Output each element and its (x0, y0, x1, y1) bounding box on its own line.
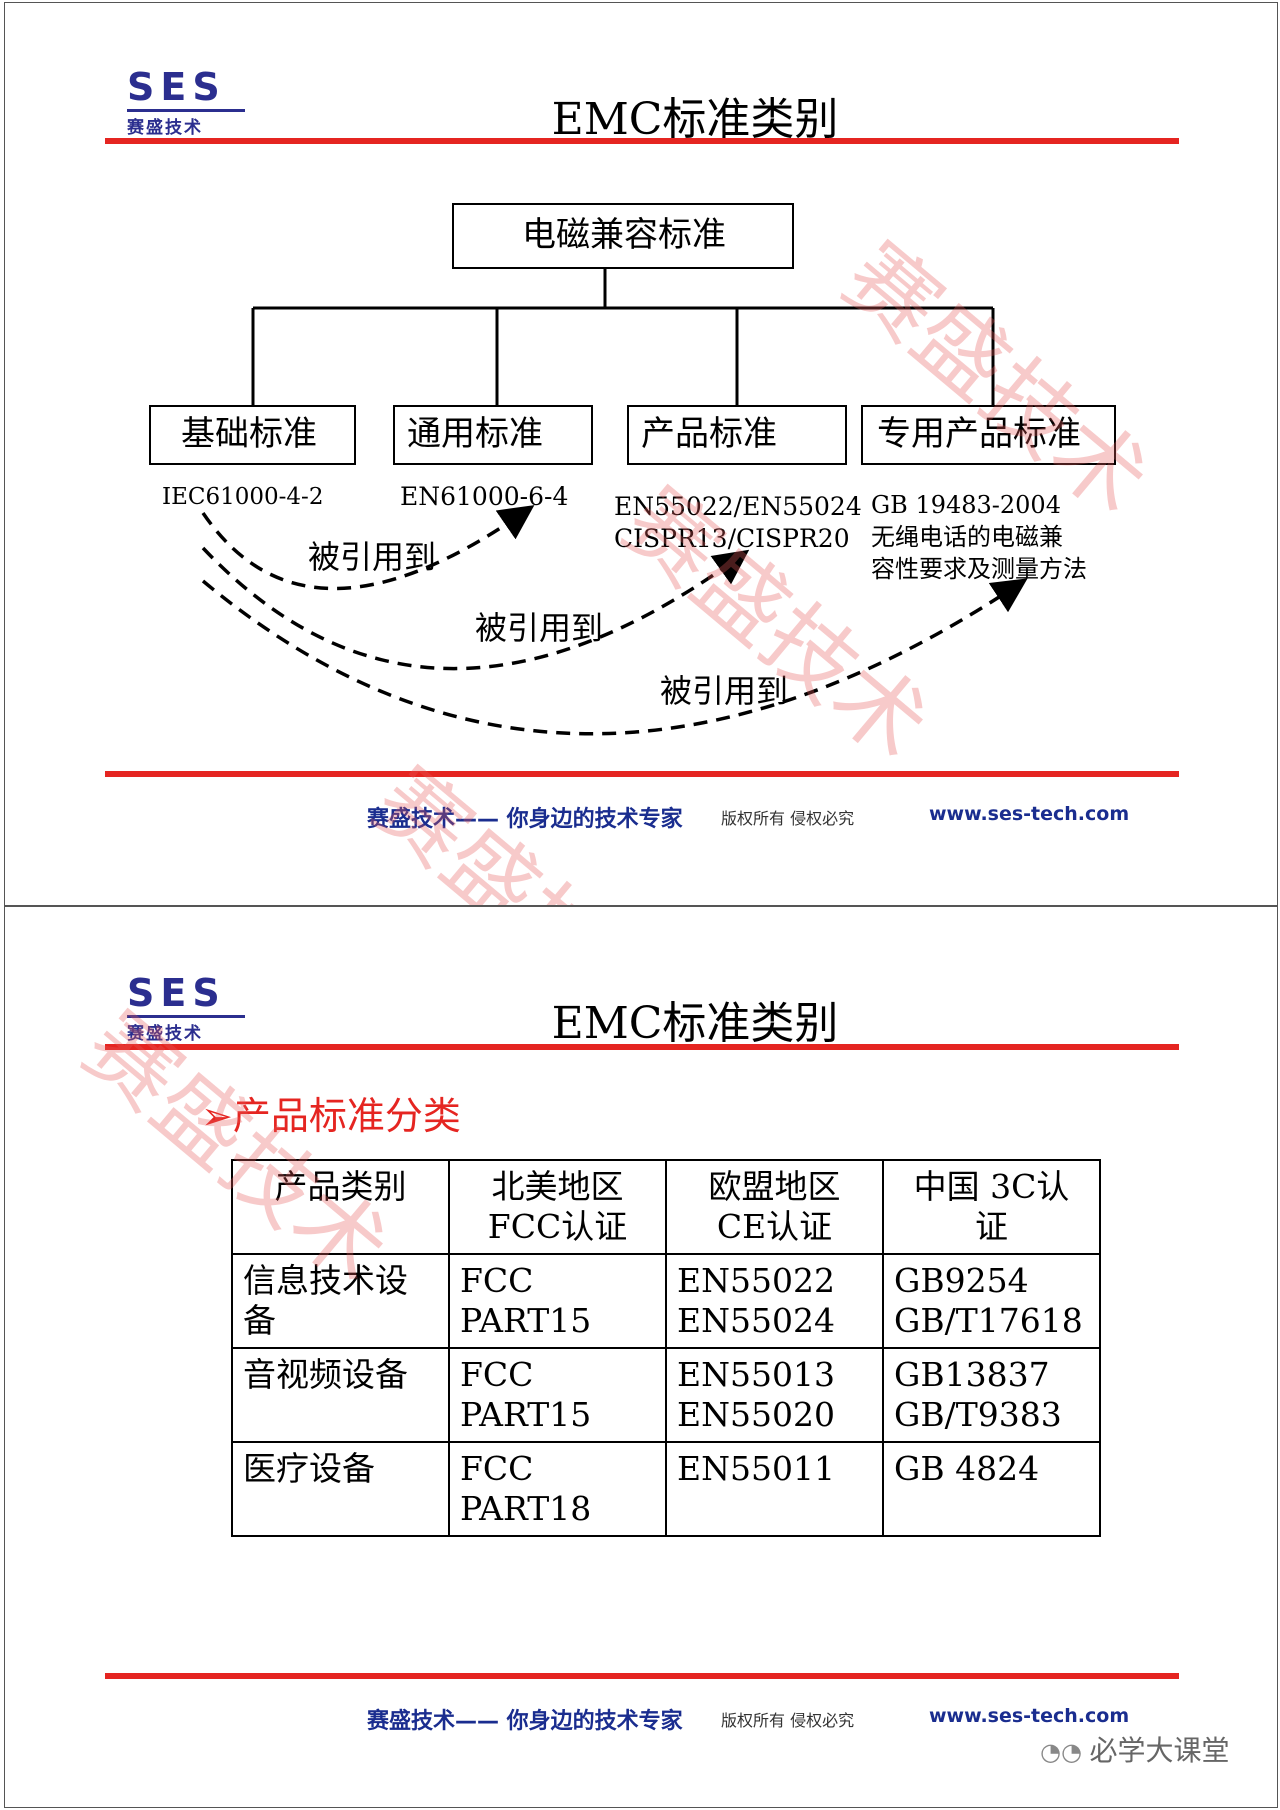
footer-divider (105, 1673, 1179, 1679)
footer-url[interactable]: www.ses-tech.com (929, 1705, 1130, 1727)
general-standard-example: EN61000-6-4 (400, 482, 569, 511)
ses-logo: SES 赛盛技术 (123, 971, 263, 1044)
footer-copyright: 版权所有 侵权必究 (721, 809, 855, 828)
table-cell: 医疗设备 (231, 1441, 450, 1537)
logo-text: SES (127, 65, 226, 109)
ses-logo: SES 赛盛技术 (123, 65, 263, 138)
root-standard-box: 电磁兼容标准 (452, 203, 794, 269)
page-title: EMC标准类别 (551, 94, 839, 145)
header-divider (105, 1044, 1179, 1050)
reference-label: 被引用到 (475, 609, 604, 647)
table-cell: GB 4824 (882, 1441, 1101, 1537)
reference-label: 被引用到 (308, 538, 437, 576)
slide-standard-hierarchy: SES 赛盛技术 EMC标准类别 电磁兼容标准 基础标准 通用标准 产品标准 专… (4, 2, 1278, 906)
logo-company-name: 赛盛技术 (127, 118, 203, 138)
table-cell: FCC PART15 (448, 1347, 667, 1443)
logo-text: SES (127, 971, 226, 1015)
category-box-dedicated: 专用产品标准 (861, 405, 1116, 465)
footer-divider (105, 771, 1179, 777)
header-eu: 欧盟地区 CE认证 (665, 1159, 884, 1255)
logo-company-name: 赛盛技术 (127, 1024, 203, 1044)
header-north-america: 北美地区 FCC认证 (448, 1159, 667, 1255)
table-cell: 信息技术设 备 (231, 1253, 450, 1349)
table-cell: FCC PART18 (448, 1441, 667, 1537)
product-standards-table: 产品类别 北美地区 FCC认证 欧盟地区 CE认证 中国 3C认 证 信息技术设… (231, 1159, 1101, 1537)
footer-url[interactable]: www.ses-tech.com (929, 803, 1130, 825)
reference-label: 被引用到 (660, 672, 789, 710)
header-divider (105, 138, 1179, 144)
reference-arrow-product (201, 546, 750, 671)
category-box-product: 产品标准 (627, 405, 847, 465)
table-row: 信息技术设 备 FCC PART15 EN55022 EN55024 GB925… (231, 1253, 1101, 1349)
header-product-category: 产品类别 (231, 1159, 450, 1255)
table-row: 医疗设备 FCC PART18 EN55011 GB 4824 (231, 1441, 1101, 1537)
section-subheading: ➢产品标准分类 (201, 1094, 461, 1138)
table-header-row: 产品类别 北美地区 FCC认证 欧盟地区 CE认证 中国 3C认 证 (231, 1159, 1101, 1255)
wechat-icon: ◔◔ (1040, 1738, 1090, 1766)
table-cell: 音视频设备 (231, 1347, 450, 1443)
footer-brand: 赛盛技术—— 你身边的技术专家 (367, 1709, 683, 1734)
table-cell: EN55022 EN55024 (665, 1253, 884, 1349)
account-name: 必学大课堂 (1089, 1734, 1230, 1767)
header-china: 中国 3C认 证 (882, 1159, 1101, 1255)
basic-standard-example: IEC61000-4-2 (162, 484, 324, 510)
category-box-general: 通用标准 (393, 405, 593, 465)
table-cell: EN55011 (665, 1441, 884, 1537)
account-badge: ◔◔ 必学大课堂 (1040, 1729, 1230, 1769)
footer-brand: 赛盛技术—— 你身边的技术专家 (367, 807, 683, 832)
footer: 赛盛技术—— 你身边的技术专家 版权所有 侵权必究 www.ses-tech.c… (105, 1703, 1179, 1734)
table-cell: GB9254 GB/T17618 (882, 1253, 1101, 1349)
slide-product-standard-table: SES 赛盛技术 EMC标准类别 ➢产品标准分类 产品类别 北美地区 FCC认证… (4, 906, 1278, 1808)
table-cell: EN55013 EN55020 (665, 1347, 884, 1443)
table-row: 音视频设备 FCC PART15 EN55013 EN55020 GB13837… (231, 1347, 1101, 1443)
category-box-basic: 基础标准 (149, 405, 356, 465)
product-standard-examples: EN55022/EN55024 CISPR13/CISPR20 (614, 492, 862, 553)
table-cell: FCC PART15 (448, 1253, 667, 1349)
footer-copyright: 版权所有 侵权必究 (721, 1711, 855, 1730)
table-cell: GB13837 GB/T9383 (882, 1347, 1101, 1443)
dedicated-standard-example: GB 19483-2004 无绳电话的电磁兼 容性要求及测量方法 (871, 491, 1087, 583)
footer: 赛盛技术—— 你身边的技术专家 版权所有 侵权必究 www.ses-tech.c… (105, 801, 1179, 832)
page-title: EMC标准类别 (551, 998, 839, 1049)
reference-arrow-dedicated (201, 578, 1028, 736)
hierarchy-connectors (201, 269, 1028, 736)
